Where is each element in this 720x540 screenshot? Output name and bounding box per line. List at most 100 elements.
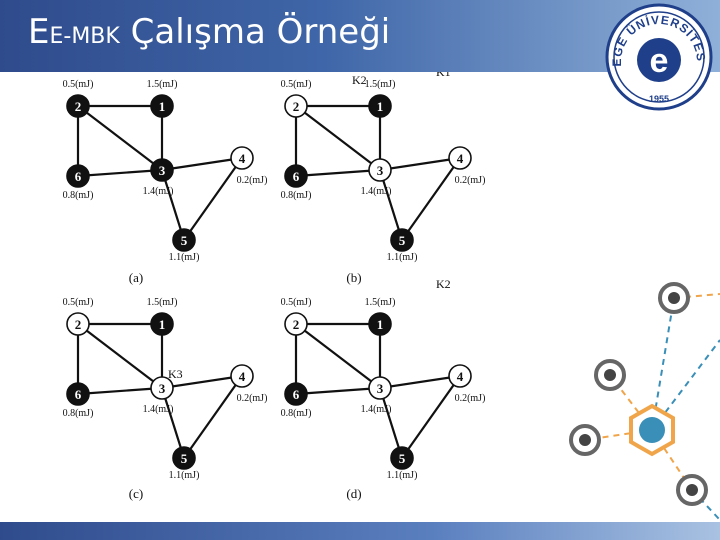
node-energy: 1.4(mJ) <box>361 404 392 415</box>
node-energy: 1.4(mJ) <box>143 186 174 197</box>
title-main: E <box>28 12 50 52</box>
graph-node: 4 <box>230 146 254 170</box>
node-label: 1 <box>377 99 384 114</box>
graph-node: 1 <box>368 312 392 336</box>
node-label: 4 <box>239 151 246 166</box>
logo-year: 1955 <box>649 94 669 104</box>
graph-edge <box>160 169 186 241</box>
node-label: 5 <box>181 233 188 248</box>
graph-panel-1: 1 1.5(mJ) 2 0.5(mJ) 3 1.4(mJ) 4 0.2(mJ) 5 1.1(mJ)… <box>63 79 268 285</box>
node-energy: 0.8(mJ) <box>281 408 312 419</box>
graph-edge <box>183 157 243 241</box>
graph-node: 6 <box>284 382 308 406</box>
node-label: 5 <box>399 451 406 466</box>
network-graphs: 1 1.5(mJ) 2 0.5(mJ) 3 1.4(mJ) 4 0.2(mJ) 5 1.1(mJ)… <box>63 72 486 501</box>
ege-university-logo: EGE ÜNİVERSİTESİ e 1955 <box>604 2 713 111</box>
graph-node: 2 <box>284 312 308 336</box>
graph-node: 6 <box>66 382 90 406</box>
panel-caption: (b) <box>346 270 361 285</box>
node-label: 6 <box>293 387 300 402</box>
graph-edge <box>77 386 163 396</box>
ring-node-icon <box>676 474 708 506</box>
panel-caption: (a) <box>129 270 143 285</box>
graph-node: 5 <box>172 228 196 252</box>
graph-node: 4 <box>230 364 254 388</box>
title-rest: Çalışma Örneği <box>119 12 391 52</box>
node-energy: 1.4(mJ) <box>143 404 174 415</box>
graph-node: 3 <box>150 158 174 182</box>
graph-panel-2: 11.5(mJ)20.5(mJ)31.4(mJ)40.2(mJ)51.1(mJ)… <box>281 72 486 285</box>
node-energy: 0.8(mJ) <box>63 190 94 201</box>
node-energy: 1.1(mJ) <box>169 252 200 263</box>
graph-edge <box>401 157 461 241</box>
node-label: 2 <box>75 99 82 114</box>
node-energy: 1.5(mJ) <box>147 79 178 90</box>
node-energy: 0.8(mJ) <box>63 408 94 419</box>
node-energy: 0.5(mJ) <box>281 297 312 308</box>
node-energy: 0.2(mJ) <box>455 175 486 186</box>
node-label: 5 <box>181 451 188 466</box>
node-energy: 0.8(mJ) <box>281 190 312 201</box>
cluster-example-figure: 1 1.5(mJ) 2 0.5(mJ) 3 1.4(mJ) 4 0.2(mJ) 5 1.1(mJ)… <box>38 72 550 524</box>
graph-node: 2 <box>66 94 90 118</box>
graph-node: 3 <box>368 158 392 182</box>
graph-node: 3 <box>368 376 392 400</box>
node-label: 3 <box>159 163 166 178</box>
graph-node: 1 <box>368 94 392 118</box>
ring-node-icon <box>658 282 690 314</box>
node-label: 5 <box>399 233 406 248</box>
graph-edge <box>77 168 163 178</box>
node-label: 3 <box>159 381 166 396</box>
graph-node: 4 <box>448 364 472 388</box>
title-sub: E-MBK <box>49 24 120 49</box>
graph-node: 5 <box>390 446 414 470</box>
graph-node: 1 <box>150 94 174 118</box>
node-label: 6 <box>293 169 300 184</box>
graph-edge <box>378 169 404 241</box>
graph-edge <box>295 323 381 389</box>
graph-edge <box>378 387 404 459</box>
graph-edge <box>161 156 243 172</box>
node-label: 2 <box>75 317 82 332</box>
graph-edge <box>295 386 381 396</box>
logo-letter: e <box>650 42 669 80</box>
ring-node-icon <box>569 424 601 456</box>
graph-edge <box>160 387 186 459</box>
node-energy: 0.2(mJ) <box>237 393 268 404</box>
node-label: 1 <box>159 99 166 114</box>
network-decoration <box>569 282 720 521</box>
node-energy: 1.1(mJ) <box>387 470 418 481</box>
node-label: 6 <box>75 169 82 184</box>
node-label: 2 <box>293 317 300 332</box>
node-label: 2 <box>293 99 300 114</box>
ring-node-icon <box>594 359 626 391</box>
slide-title: EE-MBK Çalışma Örneği <box>28 12 390 52</box>
graph-edge <box>161 374 243 390</box>
node-energy: 1.5(mJ) <box>365 79 396 90</box>
node-label: 1 <box>159 317 166 332</box>
node-energy: 0.5(mJ) <box>63 79 94 90</box>
node-label: 4 <box>457 151 464 166</box>
cluster-label: K3 <box>168 367 183 381</box>
graph-edge <box>77 323 163 389</box>
node-energy: 1.1(mJ) <box>387 252 418 263</box>
cluster-label: K2 <box>352 73 367 87</box>
node-label: 3 <box>377 381 384 396</box>
node-energy: 0.2(mJ) <box>237 175 268 186</box>
graph-node: 5 <box>172 446 196 470</box>
graph-node: 1 <box>150 312 174 336</box>
graph-edge <box>295 105 381 171</box>
node-label: 4 <box>239 369 246 384</box>
node-label: 6 <box>75 387 82 402</box>
node-label: 4 <box>457 369 464 384</box>
node-energy: 1.5(mJ) <box>365 297 396 308</box>
graph-node: 5 <box>390 228 414 252</box>
graph-edge <box>379 156 461 172</box>
graph-node: 4 <box>448 146 472 170</box>
node-energy: 0.5(mJ) <box>281 79 312 90</box>
node-energy: 0.5(mJ) <box>63 297 94 308</box>
graph-edge <box>401 375 461 459</box>
panel-caption: (c) <box>129 486 143 501</box>
graph-node: 6 <box>284 164 308 188</box>
graph-panel-4: 11.5(mJ)20.5(mJ)31.4(mJ)40.2(mJ)51.1(mJ)… <box>281 277 486 501</box>
